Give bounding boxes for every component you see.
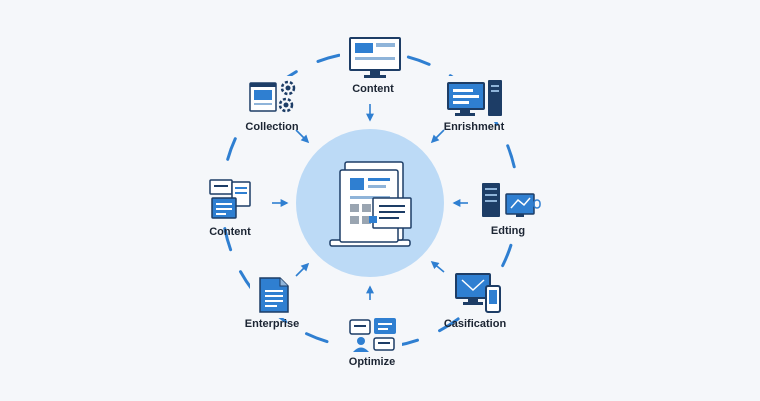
node-label-bottom: Optimize xyxy=(348,356,396,368)
browser-gears-icon xyxy=(249,80,296,113)
arrow-bottom-right xyxy=(430,260,445,273)
laptop-documents-icon xyxy=(329,161,412,247)
arrow-bottom-left xyxy=(295,262,310,277)
monitor-and-phone-icon xyxy=(455,273,501,313)
flow-arrows xyxy=(272,104,468,300)
node-label-top-left: Collection xyxy=(245,121,299,133)
arrow-top-right xyxy=(430,129,445,144)
chat-user-icon xyxy=(349,318,396,352)
node-label-bottom-left: Enterprise xyxy=(244,318,300,330)
node-label-left: Content xyxy=(209,226,251,238)
arrow-top-left xyxy=(295,129,310,144)
computer-tower-icon xyxy=(447,80,502,116)
document-icon xyxy=(259,277,289,313)
node-label-right: Edting xyxy=(490,225,526,237)
node-label-top: Content xyxy=(352,83,394,95)
multi-screen-icon xyxy=(209,179,251,219)
node-label-top-right: Enrishment xyxy=(443,121,505,133)
server-and-monitor-icon xyxy=(482,183,541,217)
node-label-bottom-right: Casification xyxy=(443,318,507,330)
desktop-monitor-icon xyxy=(349,37,401,78)
